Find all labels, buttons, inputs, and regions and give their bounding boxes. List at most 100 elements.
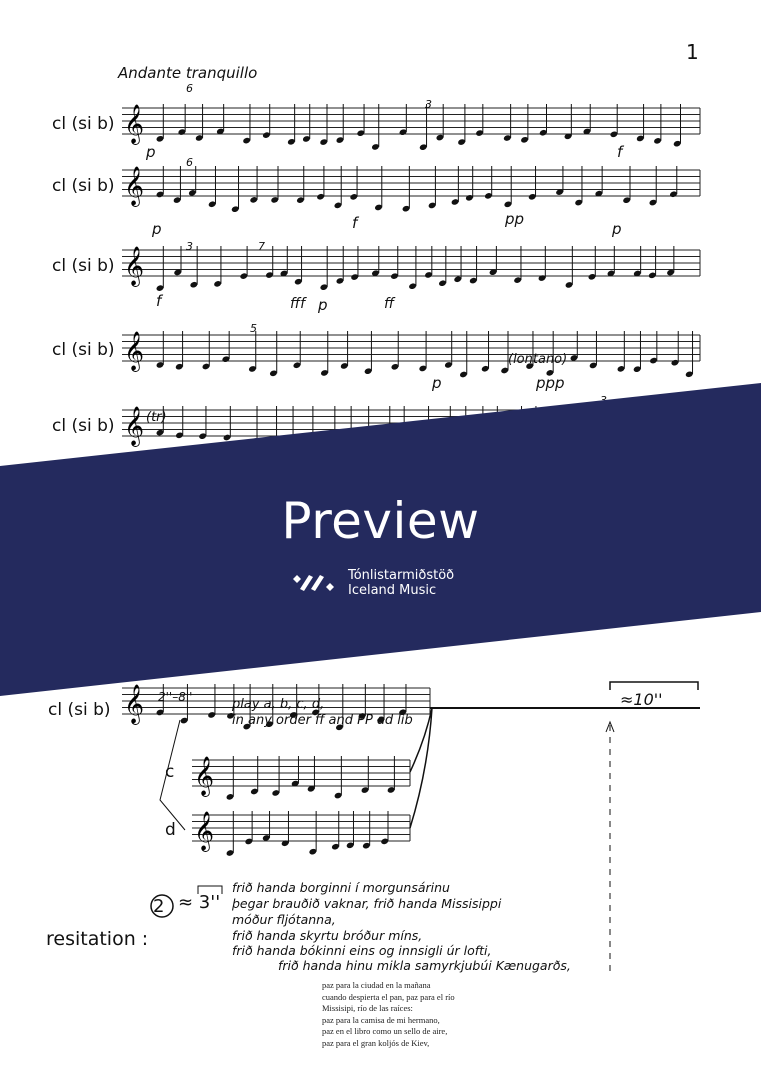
note-head xyxy=(685,371,693,378)
duration-marking: 2''–8'' xyxy=(158,690,193,704)
note-head xyxy=(439,280,447,287)
fermata-duration: ≈10'' xyxy=(620,690,663,709)
note-head xyxy=(190,281,198,288)
expression-text: (lontano) xyxy=(508,352,568,367)
note-head xyxy=(294,278,302,285)
note-head xyxy=(250,788,258,795)
option-label-d: d xyxy=(165,820,176,840)
section-circle xyxy=(150,894,174,918)
note-head xyxy=(214,281,222,287)
tuplet-number: 6 xyxy=(186,82,193,95)
note-head xyxy=(564,133,572,140)
recitation-line: frið handa skyrtu bróður míns, xyxy=(232,928,423,943)
note-head xyxy=(539,129,547,136)
note-head xyxy=(296,197,304,203)
dynamic: ppp xyxy=(536,374,565,392)
recitation-line: móður fljótanna, xyxy=(232,912,336,927)
note-head xyxy=(570,355,578,361)
tempo-marking: Andante tranquillo xyxy=(118,64,258,82)
printed-line: paz para la ciudad en la mañana xyxy=(322,980,431,990)
dynamic: f xyxy=(617,143,623,161)
note-head xyxy=(320,370,328,376)
note-head xyxy=(357,130,365,136)
note-head xyxy=(243,137,251,144)
note-head xyxy=(654,138,662,144)
note-head xyxy=(444,362,452,368)
dynamic: f xyxy=(352,214,358,232)
note-head xyxy=(320,139,328,145)
tuplet-number: 6 xyxy=(186,156,193,169)
note-head xyxy=(521,137,529,143)
dynamic: f xyxy=(156,292,162,310)
recitation-line: frið handa hinu mikla samyrkjubúi Kænuga… xyxy=(278,958,571,973)
treble-clef-icon: 𝄞 xyxy=(124,246,144,287)
note-head xyxy=(673,140,681,147)
note-head xyxy=(271,197,279,203)
note-head xyxy=(607,270,615,277)
note-head xyxy=(583,128,591,135)
note-head xyxy=(175,363,183,370)
note-head xyxy=(281,840,289,847)
note-head xyxy=(178,129,186,135)
note-head xyxy=(180,717,188,724)
note-head xyxy=(458,139,466,145)
note-head xyxy=(320,284,328,290)
note-head xyxy=(465,195,473,201)
note-head xyxy=(589,362,597,369)
dynamic: p xyxy=(146,143,156,161)
note-head xyxy=(648,272,656,279)
note-head xyxy=(617,366,625,372)
note-head xyxy=(156,136,164,142)
note-head xyxy=(364,368,372,374)
note-head xyxy=(174,269,182,276)
note-head xyxy=(208,712,216,718)
note-head xyxy=(633,270,641,277)
arrow-up-icon xyxy=(605,720,615,733)
section-number: 2 xyxy=(153,896,165,917)
note-head xyxy=(336,278,344,284)
note-head xyxy=(202,363,210,370)
option-label-c: c xyxy=(165,762,175,782)
note-head xyxy=(428,202,436,209)
note-head xyxy=(269,370,277,377)
note-head xyxy=(226,850,234,856)
recitation-line: frið handa bókinni eins og innsigli úr l… xyxy=(232,943,492,958)
note-head xyxy=(293,362,301,369)
note-head xyxy=(481,365,489,372)
note-head xyxy=(371,144,379,150)
treble-clef-icon: 𝄞 xyxy=(124,331,144,372)
note-head xyxy=(287,139,295,145)
note-head xyxy=(231,206,239,213)
dynamic: p xyxy=(152,220,162,238)
tuplet-number: 5 xyxy=(250,322,257,335)
note-head xyxy=(391,363,399,370)
dynamic: p xyxy=(318,296,328,314)
note-head xyxy=(399,129,407,135)
note-head xyxy=(588,274,596,280)
note-head xyxy=(649,199,657,206)
note-head xyxy=(390,273,398,279)
treble-clef-icon: 𝄞 xyxy=(124,166,144,207)
note-head xyxy=(291,780,299,787)
note-head xyxy=(595,190,603,197)
note-head xyxy=(222,356,230,362)
note-head xyxy=(501,367,509,374)
note-head xyxy=(331,843,339,850)
note-head xyxy=(484,193,492,199)
note-head xyxy=(377,717,385,723)
note-head xyxy=(336,137,344,143)
note-head xyxy=(476,130,484,136)
instrument-label: cl (si b) xyxy=(52,416,115,436)
iceland-music-logo: Tónlistarmiðstöð Iceland Music xyxy=(290,568,454,598)
recitation-line: þegar brauðið vaknar, frið handa Missisi… xyxy=(232,896,502,911)
note-head xyxy=(309,848,317,855)
note-head xyxy=(346,842,354,849)
instrument-label: cl (si b) xyxy=(52,114,115,134)
note-head xyxy=(336,724,344,731)
treble-clef-icon: 𝄞 xyxy=(124,684,144,725)
printed-spanish-text: paz para la ciudad en la mañana cuando d… xyxy=(322,980,455,1049)
note-head xyxy=(402,205,410,212)
note-head xyxy=(272,790,280,796)
duration-bracket xyxy=(609,681,699,690)
